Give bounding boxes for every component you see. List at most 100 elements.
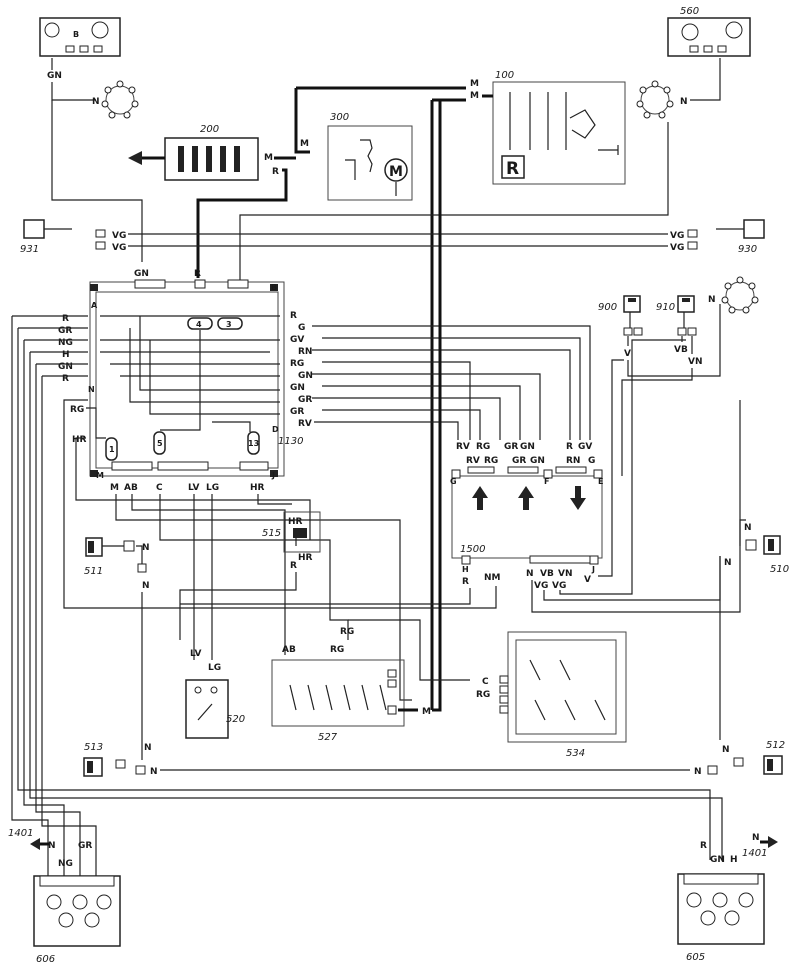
label-rg-527b: RG <box>330 645 344 655</box>
svg-text:GR: GR <box>512 456 526 466</box>
switch-512 <box>707 755 783 775</box>
conn-1130-d: D <box>272 425 279 434</box>
svg-text:GR: GR <box>58 326 72 336</box>
horn-930 <box>687 219 765 250</box>
label-n-605: N <box>752 833 760 843</box>
code-511: 511 <box>84 566 103 577</box>
code-527: 527 <box>318 732 338 743</box>
code-931: 931 <box>20 244 39 255</box>
label-gn-1130-top: GN <box>134 269 149 279</box>
label-n-512: N <box>722 745 730 755</box>
label-n-511b: N <box>142 581 150 591</box>
code-1130: 1130 <box>278 436 303 447</box>
svg-text:G: G <box>588 456 595 466</box>
starter-300: M <box>327 125 413 201</box>
label-v-900: V <box>624 349 631 359</box>
label-vg-1500-bot: VG <box>534 581 548 591</box>
switch-513 <box>83 757 146 777</box>
svg-text:GN: GN <box>290 383 305 393</box>
label-ab-1130-bot: AB <box>124 483 138 493</box>
regulator-symbol: R <box>506 159 519 179</box>
fuse-13: 13 <box>248 439 259 448</box>
svg-text:RV: RV <box>466 456 480 466</box>
svg-text:GN: GN <box>530 456 545 466</box>
horn-931 <box>23 219 106 250</box>
code-200: 200 <box>200 124 219 135</box>
code-515: 515 <box>262 528 281 539</box>
label-m-1130-bot: M <box>110 483 119 493</box>
flasher-unit-right <box>721 276 759 314</box>
indicator-wheel-right <box>636 80 674 119</box>
svg-text:R: R <box>62 314 69 324</box>
label-vg-931b: VG <box>112 243 126 253</box>
fusebox-right-wires: R G GV RN RG GN GN GR GR RV RV <box>290 311 591 440</box>
label-h-605: H <box>730 855 738 865</box>
label-vg-931a: VG <box>112 231 126 241</box>
label-lg-1130-bot: LG <box>206 483 219 493</box>
conn-1130-a: A <box>91 301 98 310</box>
svg-text:H: H <box>62 350 70 360</box>
label-c-1130-bot: C <box>156 483 163 493</box>
label-ab-527: AB <box>282 645 296 655</box>
label-m-starter: M <box>300 139 309 149</box>
instrument-1500 <box>451 466 603 565</box>
label-gn-headlamp-left: GN <box>47 71 62 81</box>
label-r-605: R <box>700 841 707 851</box>
label-n-606: N <box>48 841 56 851</box>
label-m-batt: M <box>264 153 273 163</box>
label-hr-1130-left: HR <box>72 435 87 445</box>
label-m-alt2: M <box>470 79 479 89</box>
switch-900 <box>623 295 643 336</box>
svg-text:GV: GV <box>290 335 304 345</box>
label-n-513: N <box>144 743 152 753</box>
code-1401-right: 1401 <box>742 848 767 859</box>
label-vb-1500-bot: VB <box>540 569 554 579</box>
svg-text:GV: GV <box>578 442 592 452</box>
conn-1500-f: F <box>544 477 549 486</box>
label-hr-515a: HR <box>288 517 303 527</box>
headlamp-left: B <box>39 17 121 57</box>
code-560: 560 <box>680 6 699 17</box>
label-n-510: N <box>744 523 752 533</box>
label-v-1500-bot: V <box>584 575 591 585</box>
label-rg-1130-left: RG <box>70 405 84 415</box>
label-rg-534: RG <box>476 690 490 700</box>
conn-1130-j: J <box>271 471 275 480</box>
code-910: 910 <box>656 302 675 313</box>
light-switch-527 <box>271 659 405 727</box>
label-lg-520: LG <box>208 663 221 673</box>
label-hr-515b: HR <box>298 553 313 563</box>
fuse-4: 4 <box>196 320 202 329</box>
label-r-1500-bot: R <box>462 577 469 587</box>
label-vn-910: VN <box>688 357 703 367</box>
label-m-alt1: M <box>470 91 479 101</box>
code-300: 300 <box>330 112 349 123</box>
svg-text:GR: GR <box>290 407 304 417</box>
label-vb-910: VB <box>674 345 688 355</box>
fuse-5: 5 <box>157 439 163 448</box>
label-lv-1130-bot: LV <box>188 483 199 493</box>
conn-1130-m: M <box>96 471 104 480</box>
svg-text:RN: RN <box>298 347 312 357</box>
label-vn-1500-bot: VN <box>558 569 573 579</box>
starter-motor-symbol: M <box>389 164 403 180</box>
label-n-headlamp-left: N <box>92 97 100 107</box>
label-n-flasher-r: N <box>708 295 716 305</box>
fusebox-left-wires: R GR N G H GN R <box>11 314 723 876</box>
switch-534 <box>499 631 627 743</box>
label-vg-1500-bot2: VG <box>552 581 566 591</box>
code-512: 512 <box>766 740 785 751</box>
label-r-batt: R <box>272 167 279 177</box>
code-1500: 1500 <box>460 544 485 555</box>
label-m-527: M <box>422 707 431 717</box>
label-n-510b: N <box>724 558 732 568</box>
code-100: 100 <box>495 70 514 81</box>
conn-1500-h: H <box>462 565 469 574</box>
code-510: 510 <box>770 564 789 575</box>
fusebox-internal <box>100 315 280 432</box>
svg-text:R: R <box>290 311 297 321</box>
fuse-1: 1 <box>109 445 115 454</box>
conn-1130-b: B <box>271 283 277 292</box>
label-n-513b: N <box>150 767 158 777</box>
alternator-100: R <box>492 81 626 185</box>
